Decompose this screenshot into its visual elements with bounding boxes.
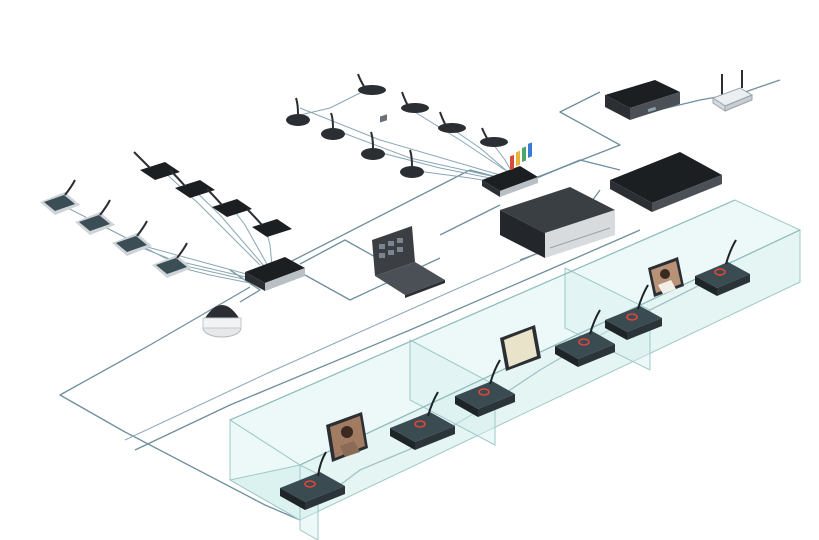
flat-rack-unit <box>610 152 722 212</box>
tablet-3 <box>648 257 684 297</box>
dome-camera <box>202 305 242 338</box>
mic-round-1 <box>286 97 310 126</box>
desk-unit-4 <box>555 309 615 367</box>
tablet-1 <box>326 412 368 462</box>
desk-unit-6 <box>695 239 750 296</box>
unit-front-2 <box>75 199 115 235</box>
unit-front-4 <box>152 242 192 278</box>
tablet-displays <box>326 142 684 462</box>
desk-unit-3 <box>455 359 515 417</box>
unit-front-1 <box>40 179 80 215</box>
tablet-2 <box>500 142 541 371</box>
mic-round-3 <box>361 131 385 160</box>
unit-back-1 <box>133 151 180 180</box>
mic-base-3 <box>438 111 466 133</box>
unit-back-4 <box>246 208 292 237</box>
mic-base-2 <box>401 91 429 113</box>
unit-front-3 <box>112 220 152 256</box>
mic-base-1 <box>357 73 386 95</box>
unit-back-2 <box>169 169 215 198</box>
switch-hub-upper <box>482 166 538 197</box>
gooseneck-microphones-upper <box>286 73 508 178</box>
rack-server-unit <box>500 187 615 258</box>
desk-unit-5 <box>605 284 662 340</box>
mic-round-4 <box>400 149 424 178</box>
desk-unit-1 <box>280 451 345 510</box>
desk-delegate-units <box>280 239 750 510</box>
mic-base-4 <box>480 127 508 147</box>
switch-hub-left <box>245 257 305 291</box>
laptop <box>372 114 445 298</box>
mic-round-2 <box>321 112 345 140</box>
wifi-router <box>711 70 754 112</box>
unit-back-3 <box>206 188 252 217</box>
delegate-units-left <box>40 151 292 278</box>
network-box <box>605 80 680 120</box>
desk-unit-2 <box>390 391 455 450</box>
